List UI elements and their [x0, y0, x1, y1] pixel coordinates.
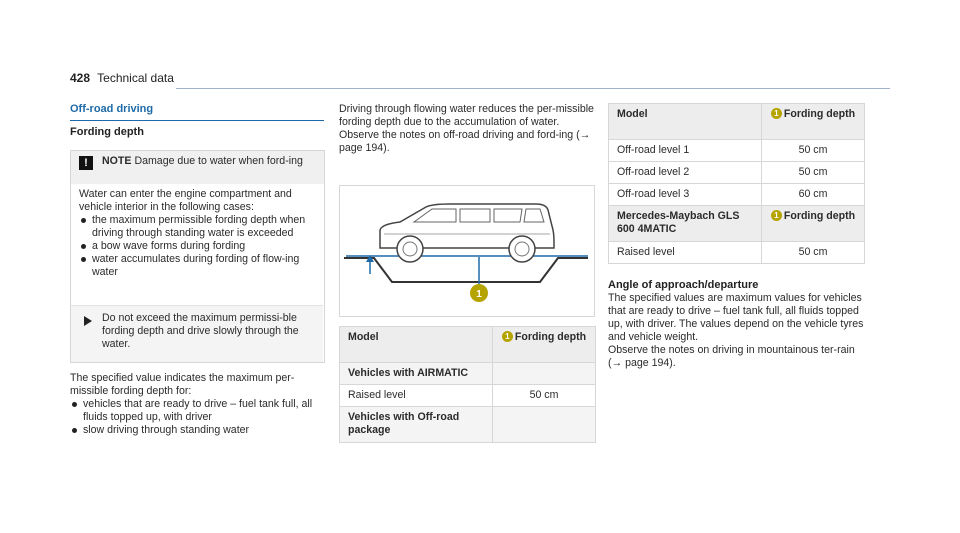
note-label: NOTE [102, 155, 132, 167]
note-tip: Do not exceed the maximum permissi-ble f… [71, 305, 323, 362]
table-row: Raised level 50 cm [608, 241, 865, 264]
section-rule [70, 120, 324, 121]
table-row: Vehicles with AIRMATIC [339, 362, 596, 385]
fording-illustration: 1 [339, 185, 595, 317]
page-header: 428 Technical data [70, 72, 174, 85]
angle-text: The specified values are maximum values … [608, 292, 864, 343]
header-model: Model [339, 326, 493, 363]
table-row: Off-road level 2 50 cm [608, 161, 865, 184]
angle-heading: Angle of approach/departure [608, 279, 759, 291]
header-model: Model [608, 103, 762, 140]
callout-circle [470, 284, 488, 302]
table-row: Off-road level 1 50 cm [608, 139, 865, 162]
warning-icon: ! [79, 156, 93, 170]
header-rule [176, 88, 890, 89]
table-row: Off-road level 3 60 cm [608, 183, 865, 206]
list-item: vehicles that are ready to drive – fuel … [70, 398, 325, 424]
tip-text: Do not exceed the maximum permissi-ble f… [102, 312, 299, 350]
list-item: a bow wave forms during fording [79, 240, 317, 253]
front-wheel-hub [402, 241, 418, 257]
note-bullet-list: the maximum permissible fording depth wh… [79, 214, 317, 279]
section-title: Off-road driving [70, 103, 154, 115]
callout-1-icon: 1 [501, 331, 513, 342]
depth-arrow-head [366, 255, 374, 262]
table-row: Raised level 50 cm [339, 384, 596, 407]
rear-wheel [508, 235, 536, 263]
ground-profile [344, 257, 588, 283]
note-intro: Water can enter the engine compartment a… [79, 188, 292, 213]
suv-fording-drawing: 1 [344, 203, 588, 302]
list-item: the maximum permissible fording depth wh… [79, 214, 317, 240]
section-name: Technical data [97, 71, 174, 85]
note-body: Water can enter the engine compartment a… [79, 188, 317, 279]
page-number: 428 [70, 71, 91, 85]
callout-1-icon: 1 [770, 108, 782, 119]
flowing-water-para: Driving through flowing water reduces th… [339, 103, 594, 128]
header-maybach: Mercedes-Maybach GLS 600 4MATIC [608, 205, 762, 242]
list-item: water accumulates during fording of flow… [79, 253, 317, 279]
car-windows [412, 208, 545, 223]
table-row: Vehicles with Off-road package [339, 406, 596, 443]
middle-text: Driving through flowing water reduces th… [339, 103, 594, 155]
fording-depth-heading: Fording depth [70, 126, 144, 138]
play-arrow-icon [84, 316, 92, 326]
fording-intro: The specified value indicates the maximu… [70, 372, 295, 397]
callout-1-icon: 1 [770, 210, 782, 221]
rear-wheel-hub [514, 241, 530, 257]
front-wheel [396, 235, 424, 263]
note-heading-text: Damage due to water when ford-ing [134, 155, 303, 167]
angle-section: Angle of approach/departure The specifie… [608, 279, 868, 370]
observe-notes-para: Observe the notes on off-road driving an… [339, 129, 591, 154]
fording-bullet-list: vehicles that are ready to drive – fuel … [70, 398, 325, 437]
angle-note: Observe the notes on driving in mountain… [608, 344, 855, 369]
list-item: slow driving through standing water [70, 424, 325, 437]
fording-paragraph: The specified value indicates the maximu… [70, 372, 325, 437]
callout-number: 1 [476, 289, 482, 300]
